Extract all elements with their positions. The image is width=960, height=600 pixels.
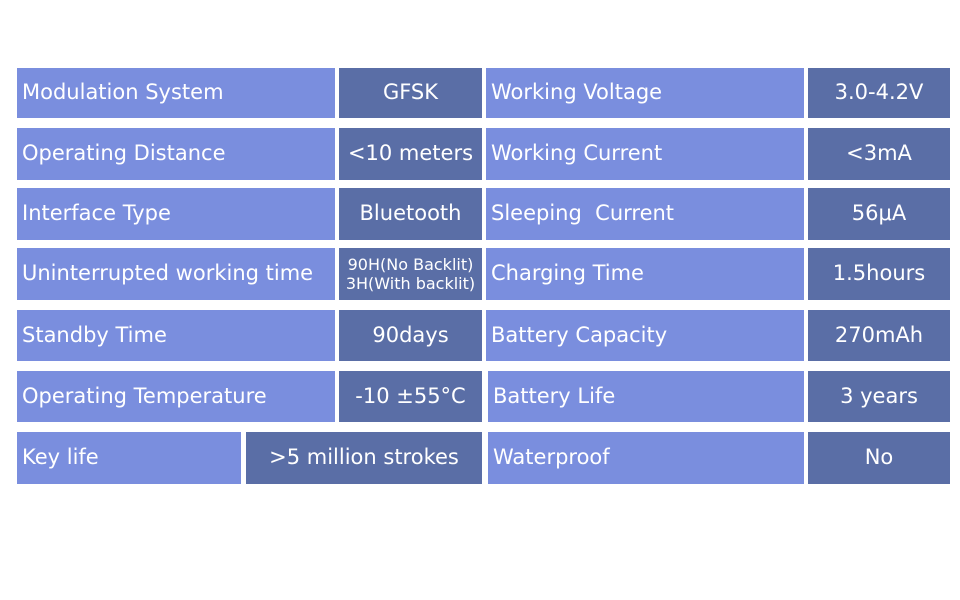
spec-value-working-voltage: 3.0-4.2V	[808, 68, 950, 118]
spec-label-uninterrupted-working-time: Uninterrupted working time	[17, 248, 335, 300]
spec-label-battery-capacity: Battery Capacity	[486, 310, 804, 361]
spec-value-working-current: <3mA	[808, 128, 950, 180]
spec-label-battery-life: Battery Life	[488, 371, 804, 422]
spec-value-key-life: >5 million strokes	[246, 432, 482, 484]
spec-label-working-voltage: Working Voltage	[486, 68, 804, 118]
spec-label-standby-time: Standby Time	[17, 310, 335, 361]
spec-label-modulation-system: Modulation System	[17, 68, 335, 118]
spec-value-battery-capacity: 270mAh	[808, 310, 950, 361]
spec-value-charging-time: 1.5hours	[808, 248, 950, 300]
working-time-with-backlit: 3H(With backlit)	[345, 274, 476, 293]
spec-value-modulation-system: GFSK	[339, 68, 482, 118]
spec-label-charging-time: Charging Time	[486, 248, 804, 300]
spec-label-operating-temperature: Operating Temperature	[17, 371, 335, 422]
spec-value-sleeping-current: 56μA	[808, 188, 950, 240]
spec-label-operating-distance: Operating Distance	[17, 128, 335, 180]
spec-value-operating-distance: <10 meters	[339, 128, 482, 180]
spec-value-battery-life: 3 years	[808, 371, 950, 422]
working-time-no-backlit: 90H(No Backlit)	[347, 254, 474, 274]
spec-label-interface-type: Interface Type	[17, 188, 335, 240]
spec-label-waterproof: Waterproof	[488, 432, 804, 484]
spec-value-uninterrupted-working-time: 90H(No Backlit) 3H(With backlit)	[339, 248, 482, 300]
spec-value-operating-temperature: -10 ±55°C	[339, 371, 482, 422]
spec-value-waterproof: No	[808, 432, 950, 484]
spec-label-key-life: Key life	[17, 432, 241, 484]
spec-value-interface-type: Bluetooth	[339, 188, 482, 240]
spec-value-standby-time: 90days	[339, 310, 482, 361]
spec-label-sleeping-current: Sleeping Current	[486, 188, 804, 240]
spec-label-working-current: Working Current	[486, 128, 804, 180]
